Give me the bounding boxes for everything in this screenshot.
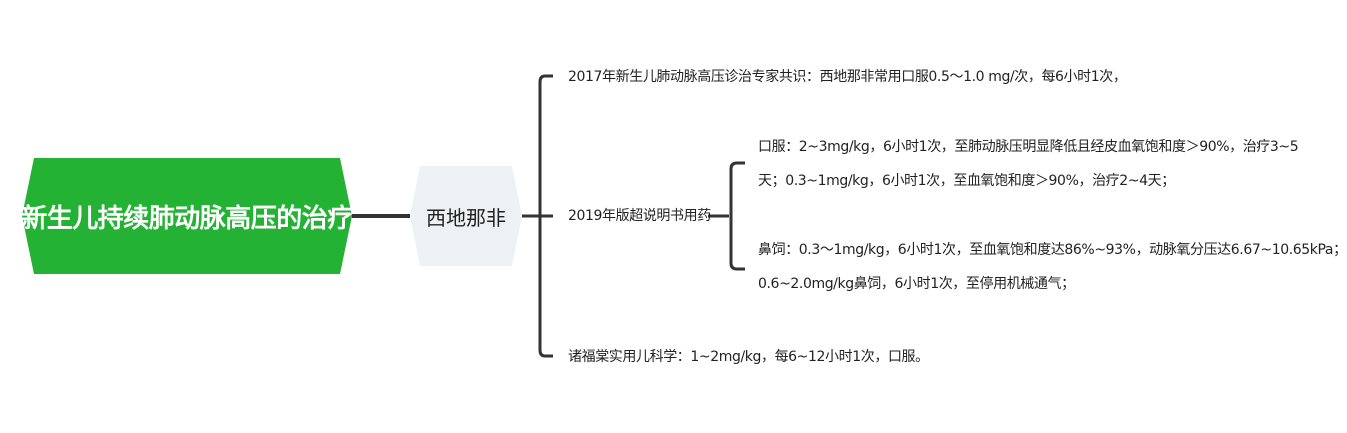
nasal-feeding-line-1: 鼻饲：0.3～1mg/kg，6小时1次，至血氧饱和度达86%~93%，动脉氧分压… (758, 242, 1347, 258)
oral-dosing-line-2: 天；0.3~1mg/kg，6小时1次，至血氧饱和度＞90%，治疗2~4天； (758, 173, 1175, 189)
oral-dosing-line-1: 口服：2~3mg/kg，6小时1次，至肺动脉压明显降低且经皮血氧饱和度＞90%，… (758, 139, 1299, 155)
root-node-shape (22, 158, 352, 274)
branch-expert-consensus: 2017年新生儿肺动脉高压诊治专家共识：西地那非常用口服0.5～1.0 mg/次… (568, 69, 1127, 85)
drug-node-label: 西地那非 (426, 205, 506, 230)
branch-off-label-2019: 2019年版超说明书用药 (568, 208, 711, 224)
nasal-feeding-line-2: 0.6~2.0mg/kg鼻饲，6小时1次，至停用机械通气； (758, 276, 1075, 292)
drug-node-shape (410, 166, 522, 266)
root-node-label: 新生儿持续肺动脉高压的治疗 (21, 203, 353, 234)
branch-zhufutang-pediatrics: 诸福棠实用儿科学：1~2mg/kg，每6~12小时1次，口服。 (568, 349, 929, 365)
level2-bracket (729, 161, 745, 271)
